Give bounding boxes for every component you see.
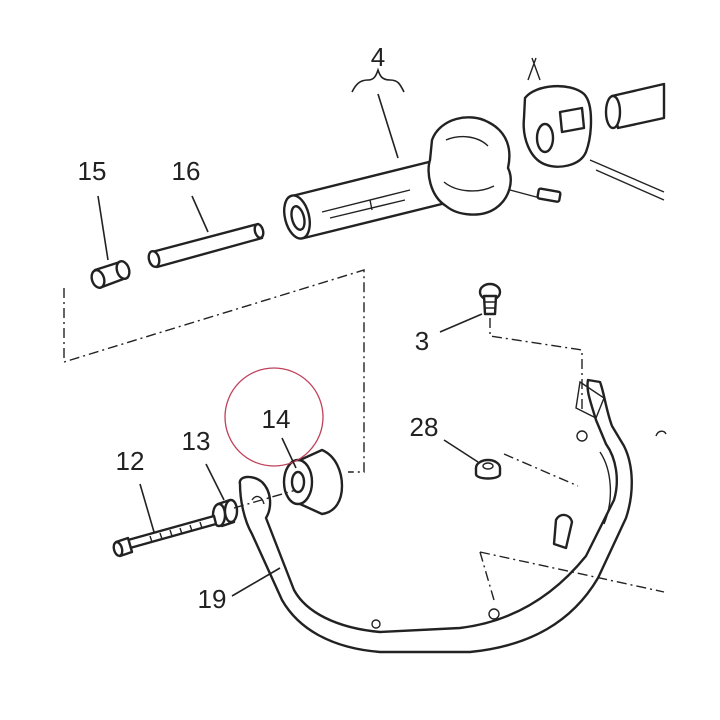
part-19-handguard[interactable]	[238, 378, 667, 654]
callout-label-4: 4	[371, 42, 385, 72]
part-3-screw[interactable]	[478, 282, 502, 316]
callout-15: 15	[78, 156, 109, 261]
callout-label-28: 28	[410, 412, 439, 442]
alignment-line-28	[503, 453, 579, 487]
part-14-bar-end[interactable]	[282, 448, 344, 516]
part-15-sleeve[interactable]	[90, 260, 132, 290]
callout-16: 16	[172, 156, 209, 233]
callout-4: 4	[351, 42, 405, 159]
callout-3: 3	[415, 313, 483, 356]
callout-label-3: 3	[415, 326, 429, 356]
callout-14: 14	[262, 404, 297, 469]
callout-label-19: 19	[198, 584, 227, 614]
part-12-bolt[interactable]	[112, 514, 218, 558]
callout-label-14: 14	[262, 404, 291, 434]
highlight-circle-14	[224, 367, 324, 467]
callout-19: 19	[198, 567, 281, 614]
part-28-nut[interactable]	[474, 458, 502, 480]
alignment-line-19	[479, 551, 665, 601]
callout-label-16: 16	[172, 156, 201, 186]
callout-13: 13	[182, 426, 225, 501]
part-13-spacer[interactable]	[211, 498, 239, 528]
handlebar-grip-assembly[interactable]	[280, 57, 666, 241]
callout-28: 28	[410, 412, 479, 463]
alignment-line-3	[489, 318, 583, 410]
callout-label-13: 13	[182, 426, 211, 456]
callout-12: 12	[116, 446, 155, 533]
callout-label-15: 15	[78, 156, 107, 186]
callout-label-12: 12	[116, 446, 145, 476]
alignment-line-14	[63, 269, 365, 473]
part-16-rod[interactable]	[147, 222, 265, 269]
